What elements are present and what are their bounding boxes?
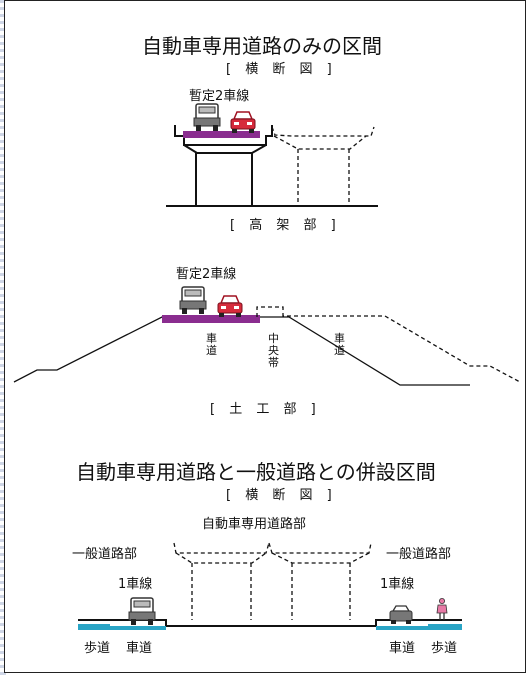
parallel-car-icon [389, 605, 413, 624]
elevated-future-structure [271, 126, 375, 206]
elevated-caption: [ 高 架 部 ] [230, 218, 341, 233]
elevated-truck-icon [193, 103, 221, 132]
section1-title: 自動車専用道路のみの区間 [142, 34, 382, 58]
left-lane-count-label: 1車線 [118, 577, 153, 592]
diagram-frame [4, 0, 526, 673]
earthwork-roadway-right-label: 車道 [334, 332, 345, 357]
expressway-future-structure [173, 542, 372, 620]
elevated-pavement [183, 131, 260, 138]
earthwork-roadway-left-label: 車道 [206, 332, 217, 357]
elevated-structure [166, 125, 378, 207]
earthwork-truck-icon [179, 286, 207, 315]
earthwork-lane-label: 暫定2車線 [176, 267, 237, 282]
elevated-lane-label: 暫定2車線 [189, 89, 250, 104]
left-roadway-surface [110, 626, 166, 630]
earthwork-pavement [162, 315, 260, 323]
elevated-car-icon [230, 111, 256, 134]
earthwork-caption: [ 土 工 部 ] [210, 402, 321, 417]
pedestrian-icon [436, 598, 448, 620]
expressway-section-label: 自動車専用道路部 [202, 517, 307, 532]
embankment [13, 316, 470, 386]
right-sidewalk-surface [428, 624, 462, 630]
embankment-future [256, 306, 521, 383]
left-roadway-label: 車道 [126, 641, 153, 656]
section1-subtitle: [ 横 断 図 ] [226, 62, 337, 77]
right-roadway-label: 車道 [389, 641, 416, 656]
background-map-edge [0, 0, 6, 675]
right-lane-count-label: 1車線 [380, 577, 415, 592]
earthwork-median-label: 中央帯 [268, 332, 279, 369]
right-general-road-label: 一般道路部 [386, 547, 452, 562]
right-sidewalk-label: 歩道 [431, 641, 458, 656]
earthwork-car-icon [217, 295, 243, 318]
left-general-road-label: 一般道路部 [72, 547, 138, 562]
section2-subtitle: [ 横 断 図 ] [226, 488, 337, 503]
right-roadway-surface [376, 626, 428, 630]
left-sidewalk-surface [78, 624, 110, 630]
section2-title: 自動車専用道路と一般道路との併設区間 [76, 460, 436, 484]
left-sidewalk-label: 歩道 [84, 641, 111, 656]
